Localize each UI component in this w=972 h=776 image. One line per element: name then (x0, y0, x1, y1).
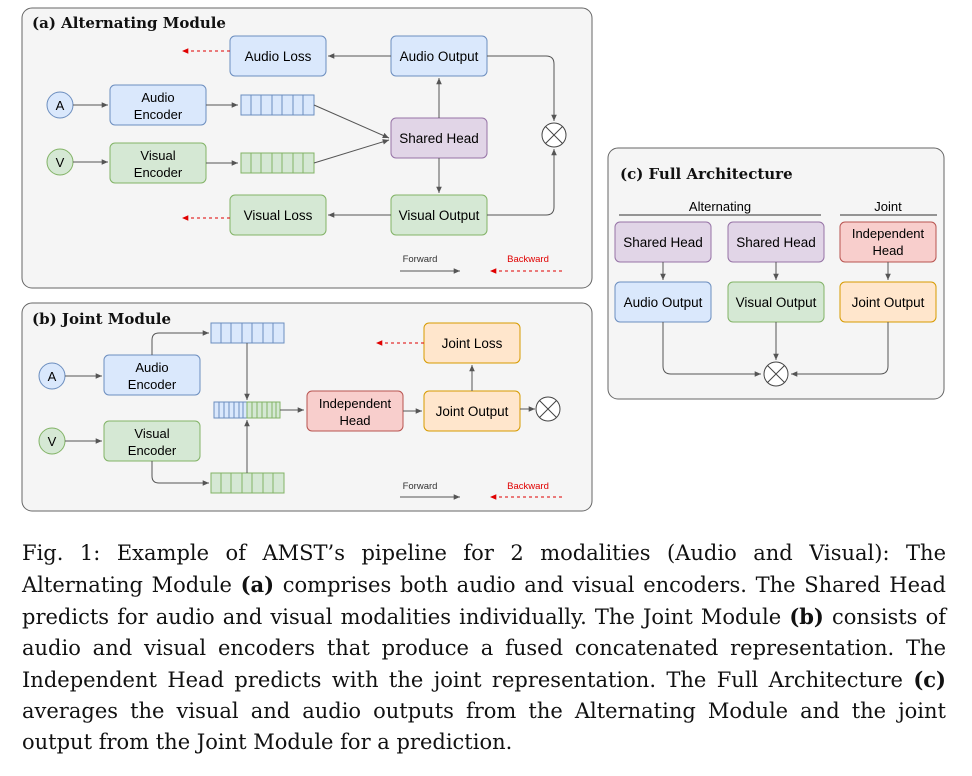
panel-b-title: (b) Joint Module (32, 310, 171, 328)
caption-ref-c: (c) (913, 667, 946, 692)
figure-caption: Fig. 1: Example of AMST’s pipeline for 2… (22, 538, 946, 758)
audio-loss-a (229, 35, 327, 77)
caption-part-4: averages the visual and audio outputs fr… (22, 699, 946, 754)
combine-operator-c (763, 361, 789, 387)
visual-loss-a (229, 194, 327, 236)
audio-output-a-label: Audio Output (400, 49, 479, 64)
caption-part-2: comprises both audio and visual encoders… (22, 573, 946, 629)
panel-alternating-module: (a) Alternating Module A V Audio Encoder… (21, 7, 593, 289)
panel-c-title: (c) Full Architecture (620, 165, 793, 183)
shared-head-a-label: Shared Head (399, 131, 479, 146)
visual-output-c-label: Visual Output (736, 295, 817, 310)
legend-forward-label-a: Forward (403, 254, 438, 265)
visual-encoder-a-line1: Visual (140, 148, 175, 163)
independent-head-b-line1: Independent (319, 396, 392, 411)
audio-encoder-a-line2: Encoder (134, 107, 183, 122)
joint-loss-b-label: Joint Loss (442, 336, 503, 351)
audio-feature-vector-a (240, 94, 315, 116)
joint-output-b-label: Joint Output (436, 404, 509, 419)
fused-feature-vector (213, 401, 281, 419)
caption-ref-b: (b) (789, 604, 824, 629)
combine-operator-b (535, 396, 561, 422)
audio-output-c-label: Audio Output (624, 295, 703, 310)
visual-encoder-b-line1: Visual (134, 426, 169, 441)
audio-input-label-b: A (48, 369, 57, 384)
panel-full-architecture: (c) Full Architecture Alternating Joint … (607, 147, 945, 400)
legend-forward-label-b: Forward (403, 481, 438, 492)
audio-encoder-a-line1: Audio (141, 90, 174, 105)
independent-head-c-line1: Independent (852, 226, 925, 241)
panel-joint-module: (b) Joint Module A V Audio Encoder Visua… (21, 302, 593, 512)
audio-loss-a-label: Audio Loss (245, 49, 312, 64)
legend-backward-label-b: Backward (507, 481, 549, 492)
joint-output-c-label: Joint Output (852, 295, 925, 310)
legend-backward-label-a: Backward (507, 254, 549, 265)
panel-a-title: (a) Alternating Module (32, 14, 226, 32)
visual-feature-vector-a (240, 152, 315, 174)
visual-encoder-a-line2: Encoder (134, 165, 183, 180)
caption-part-1: Fig. 1: Example of AMST’s pipeline for 2… (22, 541, 946, 597)
visual-encoder-b-line2: Encoder (128, 443, 177, 458)
joint-section-label: Joint (874, 199, 902, 214)
shared-head-c-1-label: Shared Head (623, 235, 703, 250)
audio-feature-vector-b (210, 322, 285, 344)
visual-feature-vector-b (210, 472, 285, 494)
caption-ref-a: (a) (240, 572, 275, 597)
visual-input-label: V (56, 155, 65, 170)
visual-input-label-b: V (48, 434, 57, 449)
pipeline-figure: (a) Alternating Module A V Audio Encoder… (21, 7, 945, 512)
caption-part-3: consists of audio and visual encoders th… (22, 605, 946, 692)
visual-output-a-label: Visual Output (399, 208, 480, 223)
audio-input-label: A (56, 98, 65, 113)
visual-loss-a-label: Visual Loss (244, 208, 313, 223)
independent-head-b-line2: Head (339, 413, 370, 428)
independent-head-c-line2: Head (872, 243, 903, 258)
combine-operator-a (541, 122, 567, 148)
shared-head-c-2-label: Shared Head (736, 235, 816, 250)
audio-encoder-b-line2: Encoder (128, 377, 177, 392)
alternating-section-label: Alternating (689, 199, 751, 214)
audio-encoder-b-line1: Audio (135, 360, 168, 375)
